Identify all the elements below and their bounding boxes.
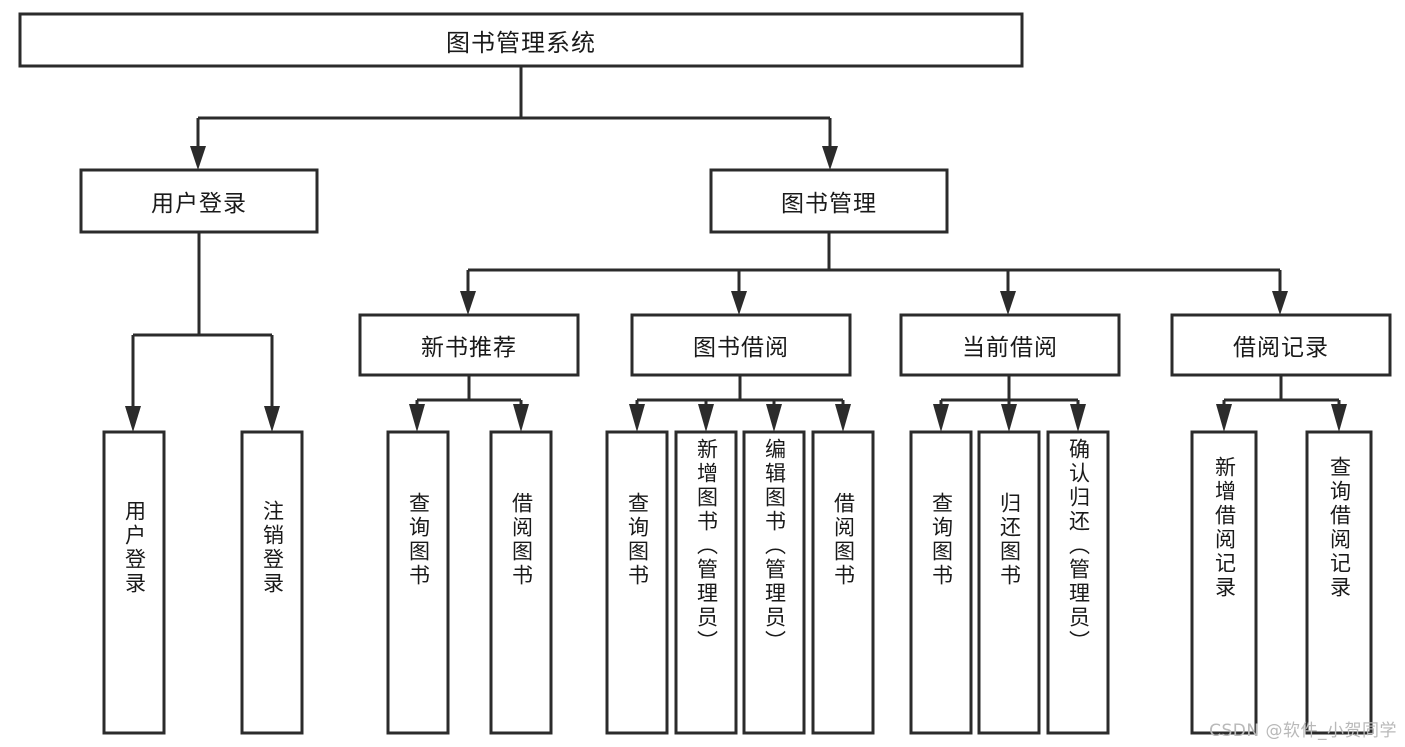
- arrowhead-bookborrow-leaf-1: [629, 404, 645, 432]
- leaf-box-record-query[interactable]: [1305, 430, 1373, 735]
- leaf-box-record-add[interactable]: [1190, 430, 1258, 735]
- arrowhead-currentborrow-leaf-2: [1001, 404, 1017, 432]
- arrowhead-newbook-leaf-1: [409, 404, 425, 432]
- node-root-box[interactable]: [18, 12, 1024, 68]
- leaf-box-borrow-edit[interactable]: [742, 430, 806, 735]
- leaf-box-borrow-lend[interactable]: [811, 430, 875, 735]
- arrowhead-bookborrow-leaf-4: [835, 404, 851, 432]
- arrowhead-user-login: [190, 146, 206, 170]
- leaf-box-current-confirm[interactable]: [1046, 430, 1110, 735]
- leaf-box-logout[interactable]: [240, 430, 304, 735]
- node-user-login-box[interactable]: [79, 168, 319, 234]
- arrowhead-current-borrow: [1000, 291, 1016, 315]
- csdn-watermark: CSDN @软件_小贺同学: [1209, 721, 1397, 741]
- arrowhead-book-manage: [822, 146, 838, 170]
- leaf-box-current-query[interactable]: [909, 430, 973, 735]
- arrowhead-leaf-user-login: [125, 406, 141, 432]
- arrowhead-newbook-leaf-2: [513, 404, 529, 432]
- node-book-borrow-box[interactable]: [630, 313, 852, 377]
- node-new-book-rec-box[interactable]: [358, 313, 580, 377]
- arrowhead-bookborrow-leaf-2: [698, 404, 714, 432]
- leaf-box-newbook-query[interactable]: [386, 430, 450, 735]
- arrowhead-currentborrow-leaf-3: [1070, 404, 1086, 432]
- arrowhead-new-book-rec: [460, 291, 476, 315]
- leaf-box-borrow-add[interactable]: [674, 430, 738, 735]
- node-book-manage-box[interactable]: [709, 168, 949, 234]
- leaf-box-newbook-borrow[interactable]: [489, 430, 553, 735]
- arrowhead-borrow-record: [1272, 291, 1288, 315]
- node-current-borrow-box[interactable]: [899, 313, 1121, 377]
- leaf-box-borrow-query[interactable]: [605, 430, 669, 735]
- arrowhead-bookborrow-leaf-3: [766, 404, 782, 432]
- arrowhead-borrowrecord-leaf-2: [1331, 404, 1347, 432]
- arrowhead-currentborrow-leaf-1: [933, 404, 949, 432]
- leaf-box-current-return[interactable]: [977, 430, 1041, 735]
- arrowhead-leaf-logout: [264, 406, 280, 432]
- arrowhead-book-borrow: [731, 291, 747, 315]
- node-borrow-record-box[interactable]: [1170, 313, 1392, 377]
- leaf-box-user-login[interactable]: [102, 430, 166, 735]
- arrowhead-borrowrecord-leaf-1: [1216, 404, 1232, 432]
